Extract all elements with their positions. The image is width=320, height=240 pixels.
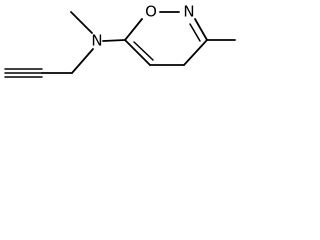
ring-c5-c4-side (124, 39, 151, 66)
n-methyl-bond (70, 11, 93, 34)
ring-c3-c4-bond (183, 39, 208, 66)
n-ch2-bond (71, 48, 94, 74)
ring-c4-c5-double (133, 41, 154, 61)
atom-labels: N O N (91, 3, 194, 50)
ring-nitrogen-label: N (183, 3, 194, 21)
structure-diagram: N O N (4, 3, 236, 78)
ring-c5-o-bond (124, 18, 143, 41)
ring-n-c3-bond (194, 18, 208, 41)
ring-n-c3-double (189, 23, 201, 42)
n-ring-bond (102, 39, 126, 42)
ring-oxygen-label: O (145, 3, 157, 21)
amine-nitrogen-label: N (91, 32, 102, 50)
bonds (4, 11, 236, 78)
